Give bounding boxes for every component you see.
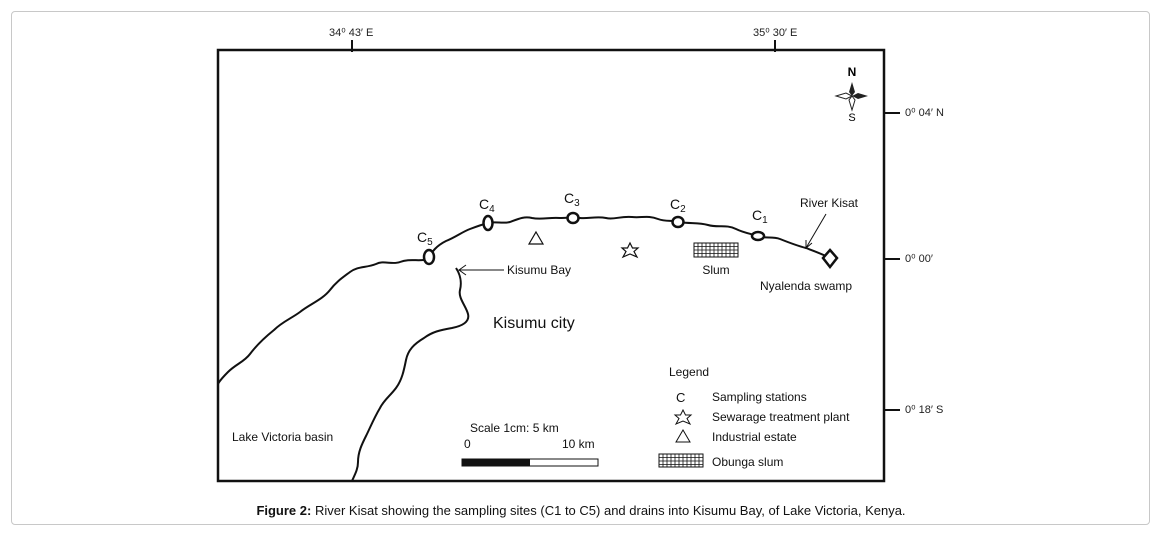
station-c1-label: C1 bbox=[752, 207, 768, 226]
coastline-south bbox=[351, 267, 470, 482]
compass-north-label: N bbox=[848, 65, 857, 79]
station-c4-marker bbox=[482, 214, 494, 232]
map-border bbox=[216, 48, 886, 483]
compass-icon: N S bbox=[834, 65, 868, 124]
longitude-label-left: 34⁰ 43′ E bbox=[329, 27, 374, 39]
station-c5-marker bbox=[422, 248, 436, 266]
kisumu-bay-label: Kisumu Bay bbox=[507, 263, 571, 277]
legend-industrial-label: Industrial estate bbox=[712, 430, 797, 444]
legend-slum-label: Obunga slum bbox=[712, 455, 783, 469]
legend-grid-icon bbox=[658, 453, 704, 468]
station-c3-label: C3 bbox=[564, 190, 580, 209]
nyalenda-swamp-marker bbox=[821, 248, 839, 270]
river-kisat-label: River Kisat bbox=[800, 196, 859, 210]
compass-south-label: S bbox=[848, 112, 855, 124]
sewage-plant-icon bbox=[620, 241, 640, 259]
legend-title: Legend bbox=[669, 365, 709, 379]
lake-victoria-basin-label: Lake Victoria basin bbox=[232, 430, 333, 444]
latitude-label-top: 0⁰ 04′ N bbox=[905, 107, 944, 119]
scale-start-label: 0 bbox=[464, 437, 471, 451]
slum-grid-icon bbox=[693, 242, 739, 258]
slum-label: Slum bbox=[702, 263, 729, 277]
scale-end-label: 10 km bbox=[562, 437, 595, 451]
legend-sewage-label: Sewarage treatment plant bbox=[712, 410, 850, 424]
latitude-label-bottom: 0⁰ 18′ S bbox=[905, 404, 944, 416]
legend-sampling-label: Sampling stations bbox=[712, 390, 807, 404]
station-c5-label: C5 bbox=[417, 229, 433, 248]
station-c3-marker bbox=[566, 211, 580, 225]
caption-label: Figure 2: bbox=[256, 503, 312, 518]
legend-sampling-symbol: C bbox=[676, 390, 685, 405]
figure-frame bbox=[11, 11, 1150, 525]
legend-triangle-icon bbox=[675, 429, 691, 443]
station-c1-marker bbox=[750, 230, 766, 242]
station-c2-marker bbox=[671, 215, 685, 229]
caption-text: River Kisat showing the sampling sites (… bbox=[311, 503, 906, 518]
industrial-estate-icon bbox=[527, 230, 545, 245]
scale-title: Scale 1cm: 5 km bbox=[470, 421, 559, 435]
kisumu-city-label: Kisumu city bbox=[493, 315, 575, 332]
longitude-label-right: 35⁰ 30′ E bbox=[753, 27, 798, 39]
latitude-label-mid: 0⁰ 00′ bbox=[905, 253, 933, 265]
station-c4-label: C4 bbox=[479, 196, 495, 215]
coastline-west bbox=[217, 258, 430, 385]
river-arrow bbox=[805, 213, 827, 249]
figure-caption: Figure 2: River Kisat showing the sampli… bbox=[0, 503, 1162, 518]
legend-star-icon bbox=[673, 408, 693, 426]
scale-bar bbox=[461, 458, 599, 467]
station-c2-label: C2 bbox=[670, 196, 686, 215]
nyalenda-swamp-label: Nyalenda swamp bbox=[760, 279, 852, 293]
